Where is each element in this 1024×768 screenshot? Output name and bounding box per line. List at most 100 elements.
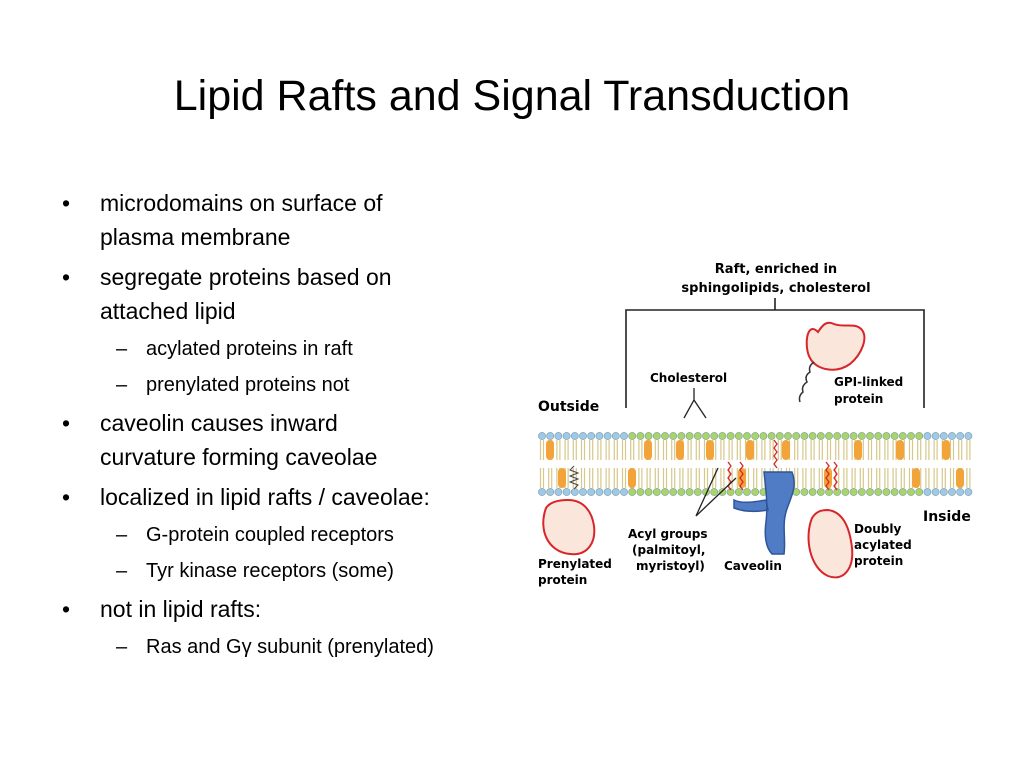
lipid-head [882,488,891,496]
lipid-head [734,432,743,440]
bullet-line: Ras and Gγ subunit (prenylated) [146,636,434,658]
sub-bullet-item: G-protein coupled receptors [60,520,530,550]
cholesterol-pointer [683,388,707,419]
lipid-head [857,488,866,496]
lipid-head [784,432,792,440]
lipid-tail [859,468,864,488]
lipid-head [825,432,833,440]
lipid-tail [851,468,856,488]
outside-label: Outside [538,399,599,415]
lipid-head [661,488,669,496]
cholesterol-molecule [896,440,904,460]
lipid-head [948,488,956,496]
lipid-tail [810,440,815,460]
lipid-tail [933,468,938,488]
lipid-tail [794,440,799,460]
cholesterol-molecule [782,440,790,460]
caveolin [733,471,795,555]
sub-bullet-item: acylated proteins in raft [60,334,530,364]
lipid-head [866,488,874,496]
acyl-chain [833,461,838,491]
lipid-head [652,488,661,496]
lipid-head [923,432,932,440]
doubly-label-line-2: acylated [854,538,912,552]
lipid-head [882,432,891,440]
lipid-head [849,432,858,440]
lipid-head [841,488,850,496]
raft-label-line-1: Raft, enriched in [715,262,837,277]
cholesterol-molecule [558,468,566,488]
lipid-head [685,432,694,440]
lipid-head [931,488,940,496]
bullet-line: segregate proteins based on [100,264,392,290]
lipid-tail [572,440,577,460]
lipid-head [718,432,727,440]
lipid-bilayer [538,432,973,496]
lipid-tail [802,468,807,488]
bullet-item: not in lipid rafts: [60,592,530,626]
lipid-head [743,488,751,496]
acyl-chain [739,461,744,491]
lipid-tail [548,468,553,488]
lipid-head [644,488,653,496]
lipid-tail [605,468,610,488]
cholesterol-molecule [628,468,636,488]
lipid-head [669,488,678,496]
lipid-tail [753,468,758,488]
acyl-label-line-1: Acyl groups [628,527,708,541]
lipid-tail [802,440,807,460]
lipid-head [636,488,645,496]
doubly-label-line-3: protein [854,554,903,568]
lipid-head [816,432,825,440]
lipid-head [677,432,686,440]
lipid-tail [884,468,889,488]
lipid-tail [589,440,594,460]
lipid-head [800,488,809,496]
cholesterol-molecule [738,468,746,488]
lipid-head [603,488,612,496]
lipid-tail [958,440,963,460]
cholesterol-molecule [854,440,862,460]
lipid-tail [843,440,848,460]
lipid-tail [703,468,709,488]
lipid-head [710,488,719,496]
lipid-head [931,432,940,440]
sub-bullet-item: Tyr kinase receptors (some) [60,556,530,586]
lipid-head [792,432,801,440]
lipid-tail [621,468,627,488]
lipid-head [808,432,817,440]
lipid-head [841,432,850,440]
lipid-tail [589,468,594,488]
lipid-head [939,432,948,440]
lipid-head [718,488,727,496]
lipid-tail [917,440,922,460]
lipid-head [611,432,620,440]
lipid-tail [876,468,881,488]
sub-bullet-item: Ras and Gγ subunit (prenylated) [60,632,530,662]
bullet-line: attached lipid [100,298,236,324]
lipid-tail [687,468,692,488]
lipid-head [726,432,735,440]
gpi-label-line-2: protein [834,392,883,406]
lipid-tail [654,440,659,460]
acyl-label-line-3: myristoyl) [636,559,705,573]
lipid-tail [818,468,823,488]
lipid-head [808,488,817,496]
lipid-head [734,488,743,496]
lipid-head [554,432,563,440]
slide-title: Lipid Rafts and Signal Transduction [173,72,851,120]
bullet-line: not in lipid rafts: [100,596,262,622]
lipid-head [693,432,702,440]
lipid-tail [597,440,602,460]
lipid-head [948,432,956,440]
lipid-head [767,432,776,440]
lipid-head [562,432,571,440]
doubly-acylated-protein [807,508,854,579]
lipid-tail [728,440,733,460]
lipid-tail [679,468,684,488]
lipid-head [562,488,571,496]
lipid-tail [884,440,889,460]
acyl-label-line-2: (palmitoyl, [632,543,705,557]
